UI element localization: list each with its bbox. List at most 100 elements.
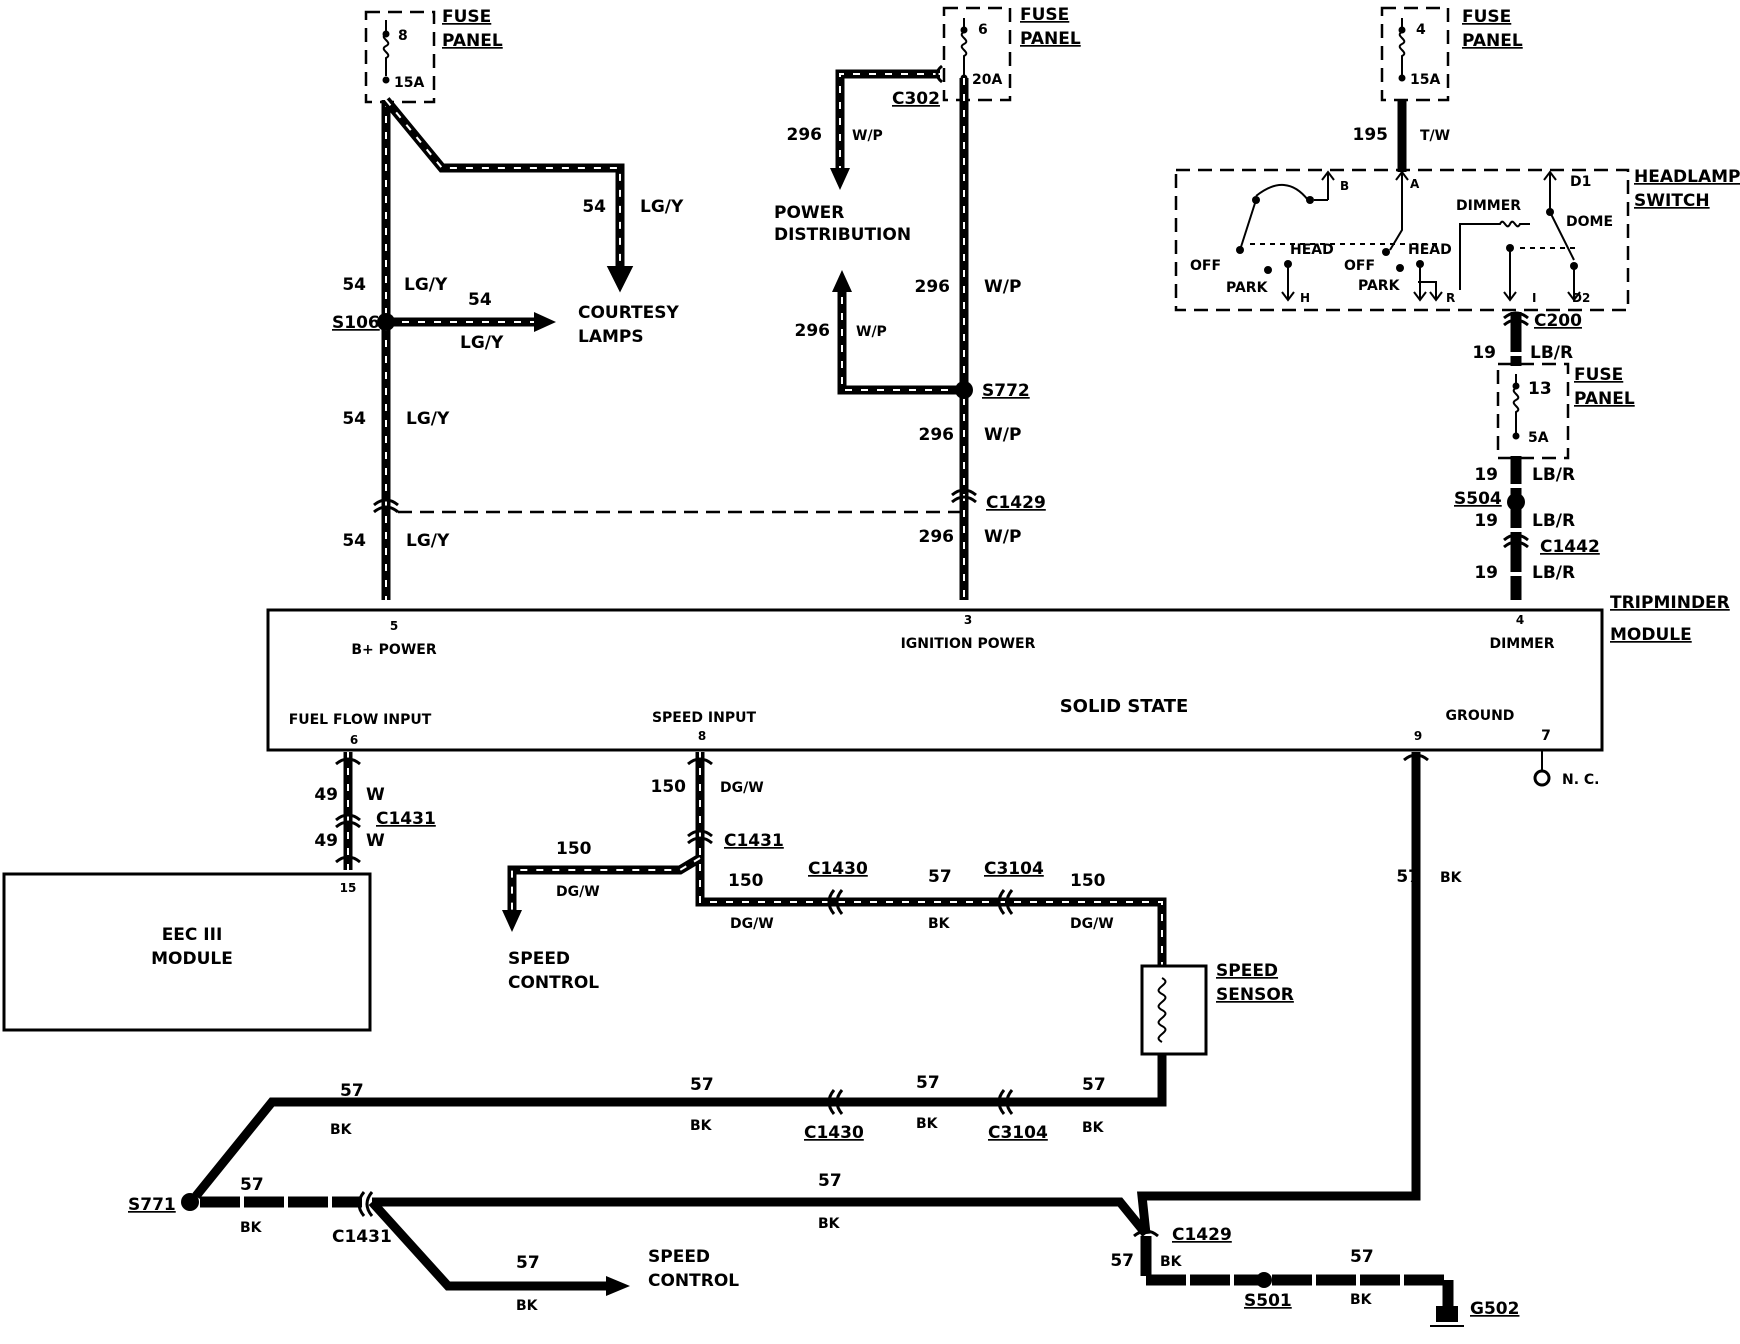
wire-wp-label-a: W/P — [852, 128, 883, 144]
pin-6-fuel-flow: FUEL FLOW INPUT — [289, 712, 432, 728]
fuse-13-title-2: PANEL — [1574, 389, 1635, 409]
wire-bk-label-k: BK — [1350, 1292, 1373, 1308]
fuse-8-title-2: PANEL — [442, 31, 503, 51]
wire-150 — [502, 752, 1167, 968]
wire-57-label-j: 57 — [1110, 1251, 1134, 1271]
wire-57-label-k: 57 — [1350, 1247, 1374, 1267]
headlamp-park-2: PARK — [1358, 278, 1401, 294]
wire-lgy-label-e: LG/Y — [406, 531, 450, 551]
headlamp-terminal-d2: D2 — [1572, 291, 1590, 305]
wire-54-label-b: 54 — [468, 290, 492, 310]
speed-control-label-1a: SPEED — [508, 949, 570, 969]
speed-sensor: SPEED SENSOR — [1140, 961, 1294, 1056]
wire-296 — [830, 64, 977, 600]
connector-c302: C302 — [892, 89, 940, 109]
wire-296-label-b: 296 — [915, 277, 951, 297]
wire-195-label: 195 — [1353, 125, 1389, 145]
pin-4-dimmer: DIMMER — [1489, 636, 1554, 652]
headlamp-off-2: OFF — [1344, 258, 1375, 274]
fuse-4-rating: 15A — [1410, 72, 1440, 88]
pin-7-nc: N. C. — [1562, 772, 1600, 788]
eec-label-2: MODULE — [151, 949, 233, 969]
speed-control-label-1b: CONTROL — [508, 973, 599, 993]
wire-lgy-label-b: LG/Y — [460, 333, 504, 353]
wire-bk-label-d: BK — [690, 1118, 713, 1134]
tripminder-title-2: MODULE — [1610, 625, 1692, 645]
wire-lbr-label-a: LB/R — [1530, 343, 1573, 363]
wire-296-label-d: 296 — [919, 425, 955, 445]
fuse-13-title-1: FUSE — [1574, 365, 1623, 385]
headlamp-switch-title-2: SWITCH — [1634, 191, 1710, 211]
power-distribution-label-1: POWER — [774, 203, 844, 223]
wire-57-label-c: 57 — [340, 1081, 364, 1101]
headlamp-terminal-r: R — [1446, 291, 1455, 305]
wire-296-label-a: 296 — [787, 125, 823, 145]
connector-c1442: C1442 — [1540, 537, 1600, 557]
tripminder-module: 5 B+ POWER 3 IGNITION POWER 4 DIMMER SOL… — [266, 593, 1730, 752]
wire-54-label-a: 54 — [342, 275, 366, 295]
fuse-6-title-2: PANEL — [1020, 29, 1081, 49]
headlamp-terminal-d1: D1 — [1570, 174, 1591, 190]
ground-g502: G502 — [1470, 1299, 1519, 1319]
wire-wp-label-c: W/P — [856, 324, 887, 340]
wire-bk-label-j: BK — [1160, 1254, 1183, 1270]
wire-54 — [373, 97, 634, 600]
wire-lbr-label-d: LB/R — [1532, 563, 1575, 583]
splice-s501: S501 — [1244, 1291, 1292, 1311]
speed-control-label-2b: CONTROL — [648, 1271, 739, 1291]
wire-57-label-g: 57 — [240, 1175, 264, 1195]
splice-s771: S771 — [128, 1195, 176, 1215]
wire-dgw-label-b: DG/W — [556, 884, 600, 900]
wire-57-label-e: 57 — [916, 1073, 940, 1093]
connector-c1429-a: C1429 — [986, 493, 1046, 513]
wire-19-label-a: 19 — [1472, 343, 1496, 363]
headlamp-head-2: HEAD — [1408, 242, 1452, 258]
wire-57-label-a: 57 — [928, 867, 952, 887]
wire-bk-label-i: BK — [516, 1298, 539, 1314]
wire-w-label-a: W — [366, 785, 385, 805]
fuse-8-title-1: FUSE — [442, 7, 491, 27]
wire-bk-label-c: BK — [330, 1122, 353, 1138]
headlamp-switch-title-1: HEADLAMP — [1634, 167, 1740, 187]
wire-tw-label: T/W — [1420, 128, 1450, 144]
connector-c1431-b: C1431 — [724, 831, 784, 851]
eec-pin-15: 15 — [340, 881, 357, 895]
wire-150-label-d: 150 — [1070, 871, 1106, 891]
wire-54-label-d: 54 — [342, 409, 366, 429]
headlamp-dimmer-label: DIMMER — [1456, 198, 1521, 214]
wire-dgw-label-a: DG/W — [720, 780, 764, 796]
connector-c1431-c: C1431 — [332, 1227, 392, 1247]
connector-c1429-b: C1429 — [1172, 1225, 1232, 1245]
wire-bk-label-h: BK — [818, 1216, 841, 1232]
wire-w-label-b: W — [366, 831, 385, 851]
pin-9-number: 9 — [1414, 729, 1422, 743]
pin-5-number: 5 — [390, 619, 398, 633]
wire-lbr-label-b: LB/R — [1532, 465, 1575, 485]
connector-c3104-a: C3104 — [984, 859, 1044, 879]
speed-sensor-label-2: SENSOR — [1216, 985, 1294, 1005]
pin-7-number: 7 — [1541, 728, 1551, 744]
wire-150-label-a: 150 — [651, 777, 687, 797]
fuse-panel-6: 6 20A FUSE PANEL — [942, 5, 1081, 102]
headlamp-head-1: HEAD — [1290, 242, 1334, 258]
tripminder-title-1: TRIPMINDER — [1610, 593, 1730, 613]
wire-57-label-d: 57 — [690, 1075, 714, 1095]
wire-lbr-label-c: LB/R — [1532, 511, 1575, 531]
fuse-8-rating: 15A — [394, 75, 424, 91]
fuse-8-number: 8 — [398, 28, 408, 44]
fuse-4-title-2: PANEL — [1462, 31, 1523, 51]
pin-8-speed-input: SPEED INPUT — [652, 710, 757, 726]
wire-bk-label-g: BK — [240, 1220, 263, 1236]
pin-3-ignition: IGNITION POWER — [901, 636, 1036, 652]
fuse-6-number: 6 — [978, 22, 988, 38]
wire-49 — [335, 752, 361, 870]
wire-54-label-c: 54 — [582, 197, 606, 217]
fuse-panel-4: 4 15A FUSE PANEL — [1380, 6, 1523, 102]
pin-8-number: 8 — [698, 729, 706, 743]
pin-3-number: 3 — [964, 613, 972, 627]
courtesy-lamps-label-1: COURTESY — [578, 303, 680, 323]
wire-57-label-f: 57 — [1082, 1075, 1106, 1095]
fuse-panel-8: 8 15A FUSE PANEL — [364, 7, 503, 104]
wire-150-label-c: 150 — [728, 871, 764, 891]
